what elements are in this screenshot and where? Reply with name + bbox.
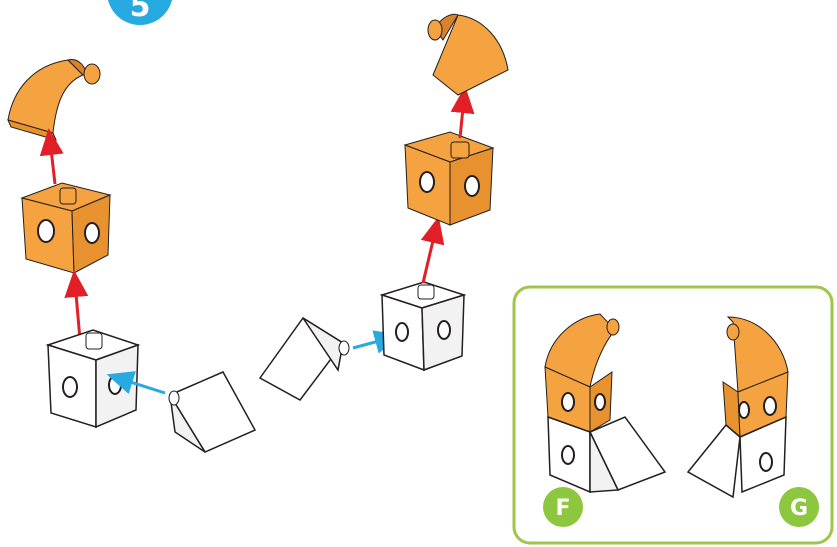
cube-block-icon — [405, 132, 493, 225]
wedge-block-icon — [260, 318, 349, 400]
result-callout: F G — [514, 287, 832, 543]
label-g-text: G — [790, 496, 808, 521]
step-badge: 5 — [107, 0, 173, 25]
step-number: 5 — [130, 0, 151, 24]
assembly-arrow-icon — [75, 282, 80, 340]
label-f-text: F — [555, 496, 570, 521]
figure-label-g: G — [779, 487, 819, 527]
assembly-arrow-icon — [50, 140, 55, 184]
curved-cap-icon — [428, 14, 508, 95]
wedge-block-icon — [169, 372, 255, 452]
cube-block-icon — [22, 183, 110, 273]
cube-block-icon — [382, 282, 464, 370]
assembly-arrow-icon — [423, 228, 436, 283]
curved-cap-icon — [8, 60, 100, 140]
figure-label-f: F — [543, 487, 583, 527]
assembly-arrow-icon — [460, 98, 464, 138]
